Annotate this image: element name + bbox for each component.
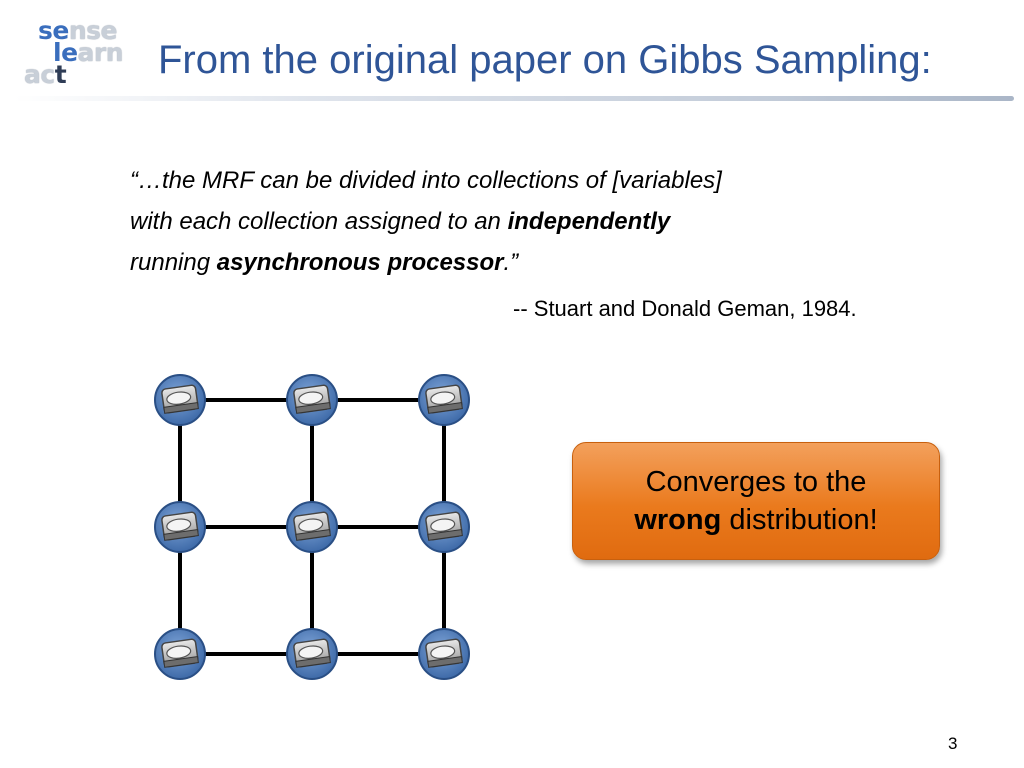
- callout-line-2: wrong distribution!: [573, 501, 939, 539]
- sense-learn-act-logo: sense learn act: [20, 12, 130, 92]
- title-divider: [14, 96, 1014, 101]
- quote-text: .”: [503, 249, 519, 276]
- quote-line-2: with each collection assigned to an inde…: [130, 201, 930, 242]
- quote-line-1: “…the MRF can be divided into collection…: [130, 167, 722, 194]
- hard-drive-icon: [418, 501, 470, 553]
- callout-line-1: Converges to the: [645, 466, 867, 498]
- slide-title: From the original paper on Gibbs Samplin…: [158, 38, 932, 82]
- logo-text: le: [53, 38, 78, 67]
- callout-emphasis: wrong: [634, 504, 722, 536]
- callout-text: distribution!: [721, 504, 878, 536]
- quote-block: “…the MRF can be divided into collection…: [130, 160, 930, 283]
- logo-text: se: [38, 16, 69, 45]
- converges-callout: Converges to the wrong distribution!: [572, 442, 940, 560]
- quote-emphasis: independently: [507, 208, 671, 235]
- hard-drive-icon: [418, 374, 470, 426]
- hard-drive-icon: [286, 501, 338, 553]
- quote-text: running: [130, 249, 217, 276]
- hard-drive-icon: [418, 628, 470, 680]
- quote-attribution: -- Stuart and Donald Geman, 1984.: [513, 296, 857, 321]
- logo-text: nse: [68, 16, 118, 45]
- quote-emphasis: asynchronous processor: [216, 249, 504, 276]
- quote-line-3: running asynchronous processor.”: [130, 242, 930, 283]
- hard-drive-icon: [286, 374, 338, 426]
- page-number: 3: [948, 734, 958, 753]
- hard-drive-icon: [154, 501, 206, 553]
- logo-text: arn: [77, 38, 124, 67]
- logo-text: t: [54, 60, 67, 89]
- hard-drive-icon: [286, 628, 338, 680]
- logo-text: ac: [24, 60, 55, 89]
- hard-drive-icon: [154, 374, 206, 426]
- hard-drive-icon: [154, 628, 206, 680]
- quote-text: with each collection assigned to an: [130, 208, 508, 235]
